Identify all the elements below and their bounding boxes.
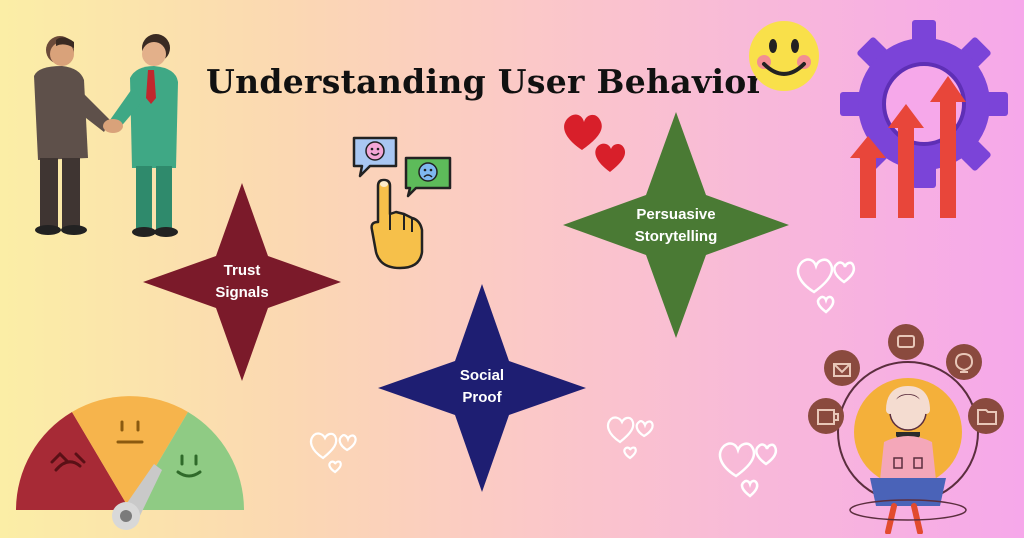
star-persuasive-storytelling: Persuasive Storytelling	[563, 112, 789, 338]
star-label-line1: Persuasive	[636, 206, 716, 223]
smiley-icon	[749, 21, 819, 91]
outline-hearts-icon	[606, 416, 654, 460]
four-point-star-shape	[378, 284, 586, 492]
star-label: Persuasive Storytelling	[563, 204, 789, 248]
outline-hearts-icon	[309, 432, 357, 474]
outline-hearts-icon	[718, 442, 778, 498]
gear-growth-icon	[840, 20, 1008, 218]
star-social-proof: Social Proof	[378, 284, 586, 492]
outline-hearts-icon	[796, 258, 856, 314]
star-label: Social Proof	[378, 365, 586, 409]
star-label-line1: Trust	[223, 262, 261, 279]
feedback-bubbles-icon	[352, 136, 452, 270]
star-label: Trust Signals	[143, 260, 341, 304]
handshake-icon	[34, 34, 178, 237]
star-trust-signals: Trust Signals	[143, 183, 341, 381]
hearts-icon	[564, 114, 626, 172]
star-label-line2: Storytelling	[634, 228, 718, 245]
star-label-line2: Proof	[462, 389, 502, 406]
page-title: Understanding User Behavior	[206, 62, 765, 101]
four-point-star-shape	[143, 183, 341, 381]
star-label-line2: Signals	[215, 284, 269, 301]
remote-worker-icon	[808, 324, 1004, 534]
satisfaction-gauge-icon	[16, 396, 244, 530]
four-point-star-shape	[563, 112, 789, 338]
star-label-line1: Social	[459, 367, 505, 384]
